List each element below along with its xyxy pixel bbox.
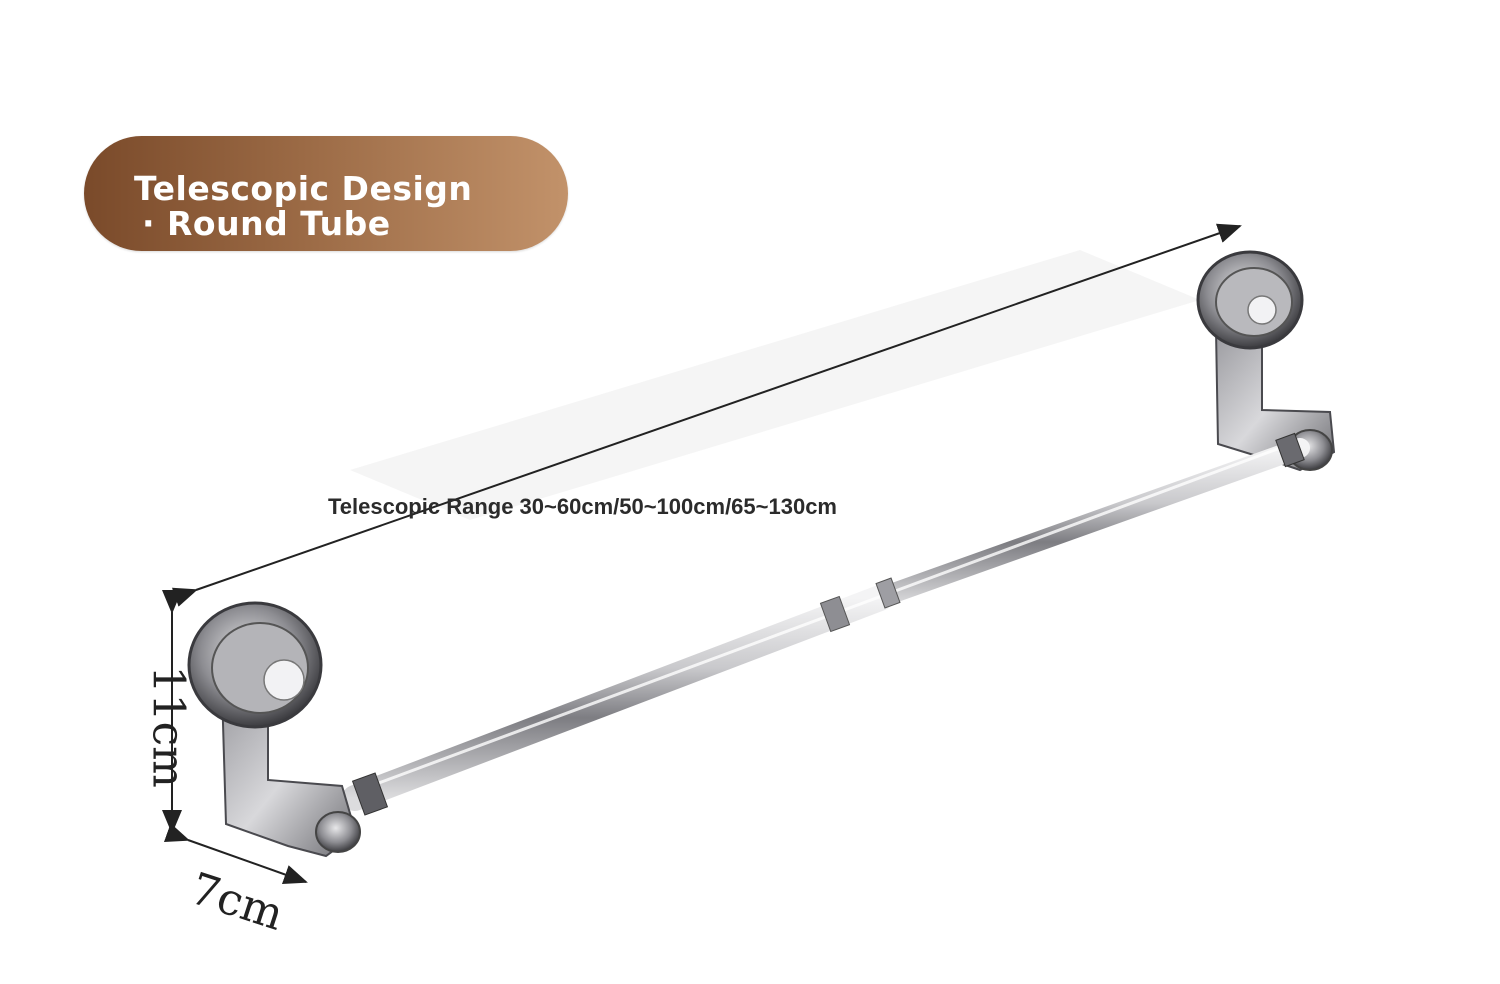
height-dimension-label: 11cm bbox=[142, 665, 194, 788]
feature-badge: Telescopic Design · Round Tube bbox=[84, 136, 568, 251]
rod-joint bbox=[819, 595, 851, 633]
background-haze bbox=[350, 250, 1200, 520]
badge-title: Telescopic Design bbox=[134, 169, 473, 208]
length-arrow bbox=[171, 223, 1242, 607]
rod-end-cap bbox=[351, 772, 389, 816]
right-bracket bbox=[1196, 250, 1336, 472]
rod-joint bbox=[875, 577, 901, 609]
depth-arrow bbox=[163, 823, 308, 885]
badge-subtitle: · Round Tube bbox=[142, 204, 391, 243]
telescopic-range-label: Telescopic Range 30~60cm/50~100cm/65~130… bbox=[328, 494, 837, 519]
rod-inner-section bbox=[850, 438, 1310, 615]
left-bracket bbox=[187, 601, 361, 858]
rod-outer-section bbox=[342, 585, 893, 811]
rod-end-cap bbox=[1275, 432, 1305, 468]
